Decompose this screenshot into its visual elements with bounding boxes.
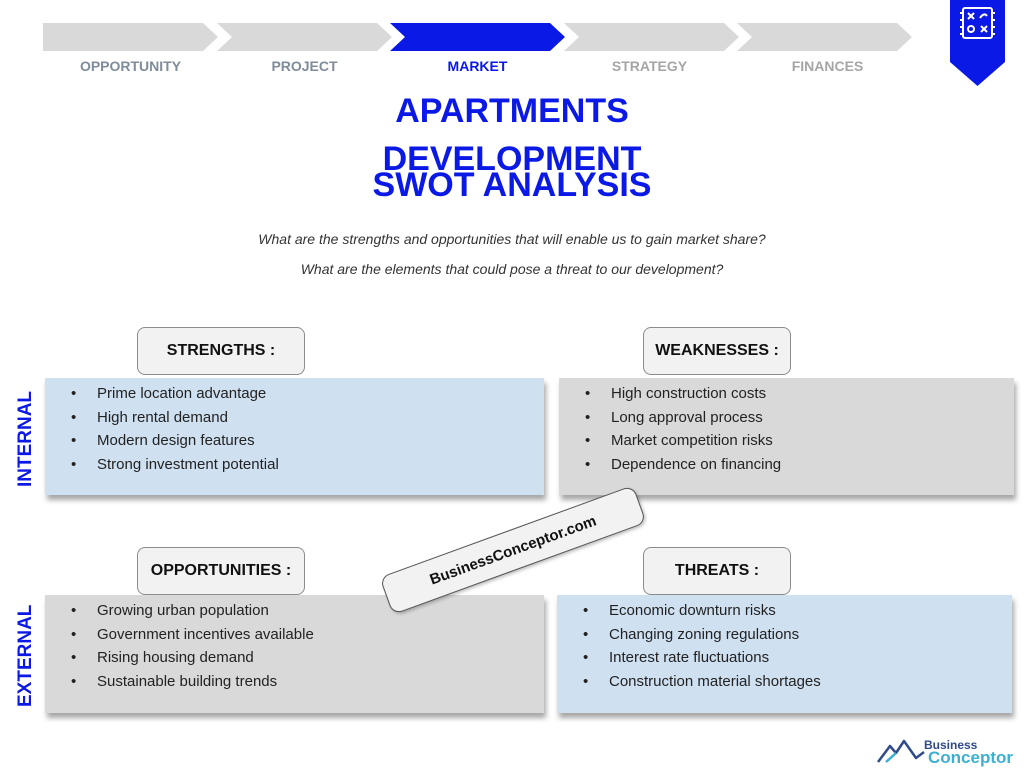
bullet-icon: •: [585, 385, 591, 402]
threats-item-text: Interest rate fluctuations: [609, 649, 770, 666]
opportunities-header: OPPORTUNITIES :: [137, 547, 305, 595]
step-label-1: OPPORTUNITY: [79, 58, 182, 74]
title-line-1: APARTMENTS: [395, 92, 629, 130]
opportunities-item: • Rising housing demand: [45, 646, 544, 670]
weaknesses-item: • High construction costs: [559, 382, 1014, 406]
opportunities-item-text: Government incentives available: [97, 625, 314, 643]
step-chevron-4: [564, 23, 739, 51]
step-label-2: PROJECT: [271, 58, 338, 74]
bullet-icon: •: [585, 408, 591, 426]
strengths-item-text: Strong investment potential: [97, 455, 279, 473]
weaknesses-item-text: Long approval process: [611, 408, 763, 426]
threats-item-text: Changing zoning regulations: [609, 625, 800, 643]
bullet-icon: •: [585, 455, 591, 473]
side-label-external: EXTERNAL: [15, 604, 36, 707]
logo-text-conceptor: Conceptor: [928, 748, 1013, 767]
bullet-icon: •: [71, 649, 77, 666]
opportunities-item: • Sustainable building trends: [45, 670, 544, 694]
threats-item: • Economic downturn risks: [557, 599, 1012, 623]
logo-text-business: Business: [924, 738, 978, 752]
weaknesses-item: • Dependence on financing: [559, 453, 1014, 477]
threats-header: THREATS :: [643, 547, 791, 595]
bullet-icon: •: [71, 385, 77, 402]
step-chevron-3: [390, 23, 565, 51]
question-2: What are the elements that could pose a …: [300, 261, 724, 277]
title-line-3: SWOT ANALYSIS: [372, 172, 652, 204]
step-label-5: FINANCES: [791, 58, 864, 74]
strengths-box: • Prime location advantage • High rental de…: [45, 378, 544, 495]
threats-list: • Economic downturn risks • Changing zoning…: [557, 599, 1012, 693]
weaknesses-item: • Market competition risks: [559, 429, 1014, 453]
weaknesses-box: • High construction costs • Long approval p…: [559, 378, 1014, 495]
threats-item: • Interest rate fluctuations: [557, 646, 1012, 670]
weaknesses-item-text: Dependence on financing: [611, 455, 782, 473]
weaknesses-header: WEAKNESSES :: [643, 327, 791, 375]
business-conceptor-logo: Business Conceptor: [876, 736, 1016, 767]
weaknesses-item-text: High construction costs: [611, 385, 767, 402]
opportunities-item-text: Rising housing demand: [97, 649, 254, 666]
opportunities-item-text: Sustainable building trends: [97, 672, 278, 690]
strengths-item: • High rental demand: [45, 406, 544, 430]
opportunities-box: • Growing urban population • Government inc…: [45, 595, 544, 713]
bullet-icon: •: [71, 408, 77, 426]
weaknesses-item-text: Market competition risks: [611, 432, 773, 449]
threats-item: • Construction material shortages: [557, 670, 1012, 694]
question-1: What are the strengths and opportunities…: [258, 231, 766, 247]
opportunities-item-text: Growing urban population: [97, 602, 269, 619]
strengths-item: • Prime location advantage: [45, 382, 544, 406]
step-chevron-1: [43, 23, 218, 51]
bullet-icon: •: [71, 432, 77, 449]
strengths-list: • Prime location advantage • High rental de…: [45, 382, 544, 476]
opportunities-item: • Government incentives available: [45, 623, 544, 647]
opportunities-list: • Growing urban population • Government inc…: [45, 599, 544, 693]
strategy-board-icon: [960, 7, 995, 39]
weaknesses-list: • High construction costs • Long approval p…: [559, 382, 1014, 476]
threats-item: • Changing zoning regulations: [557, 623, 1012, 647]
title-line-2: DEVELOPMENT: [382, 140, 642, 178]
threats-box: • Economic downturn risks • Changing zoning…: [557, 595, 1012, 713]
strengths-item: • Strong investment potential: [45, 453, 544, 477]
bullet-icon: •: [71, 672, 77, 690]
strengths-header: STRENGTHS :: [137, 327, 305, 375]
bullet-icon: •: [71, 625, 77, 643]
step-chevron-5: [737, 23, 912, 51]
weaknesses-item: • Long approval process: [559, 406, 1014, 430]
bullet-icon: •: [583, 649, 589, 666]
bullet-icon: •: [585, 432, 591, 449]
step-label-3: MARKET: [447, 58, 508, 74]
step-chevron-2: [217, 23, 392, 51]
strengths-item: • Modern design features: [45, 429, 544, 453]
side-label-internal: INTERNAL: [15, 390, 36, 488]
bullet-icon: •: [583, 672, 589, 690]
strengths-item-text: Modern design features: [97, 432, 255, 449]
strengths-item-text: Prime location advantage: [97, 385, 267, 402]
bullet-icon: •: [71, 602, 77, 619]
bullet-icon: •: [583, 602, 589, 619]
threats-item-text: Economic downturn risks: [609, 602, 776, 619]
bullet-icon: •: [71, 455, 77, 473]
threats-item-text: Construction material shortages: [609, 672, 821, 690]
mountain-logo-icon: [877, 739, 925, 763]
opportunities-item: • Growing urban population: [45, 599, 544, 623]
section-badge: [950, 0, 1005, 86]
step-label-4: STRATEGY: [611, 58, 688, 74]
strengths-item-text: High rental demand: [97, 408, 228, 426]
bullet-icon: •: [583, 625, 589, 643]
